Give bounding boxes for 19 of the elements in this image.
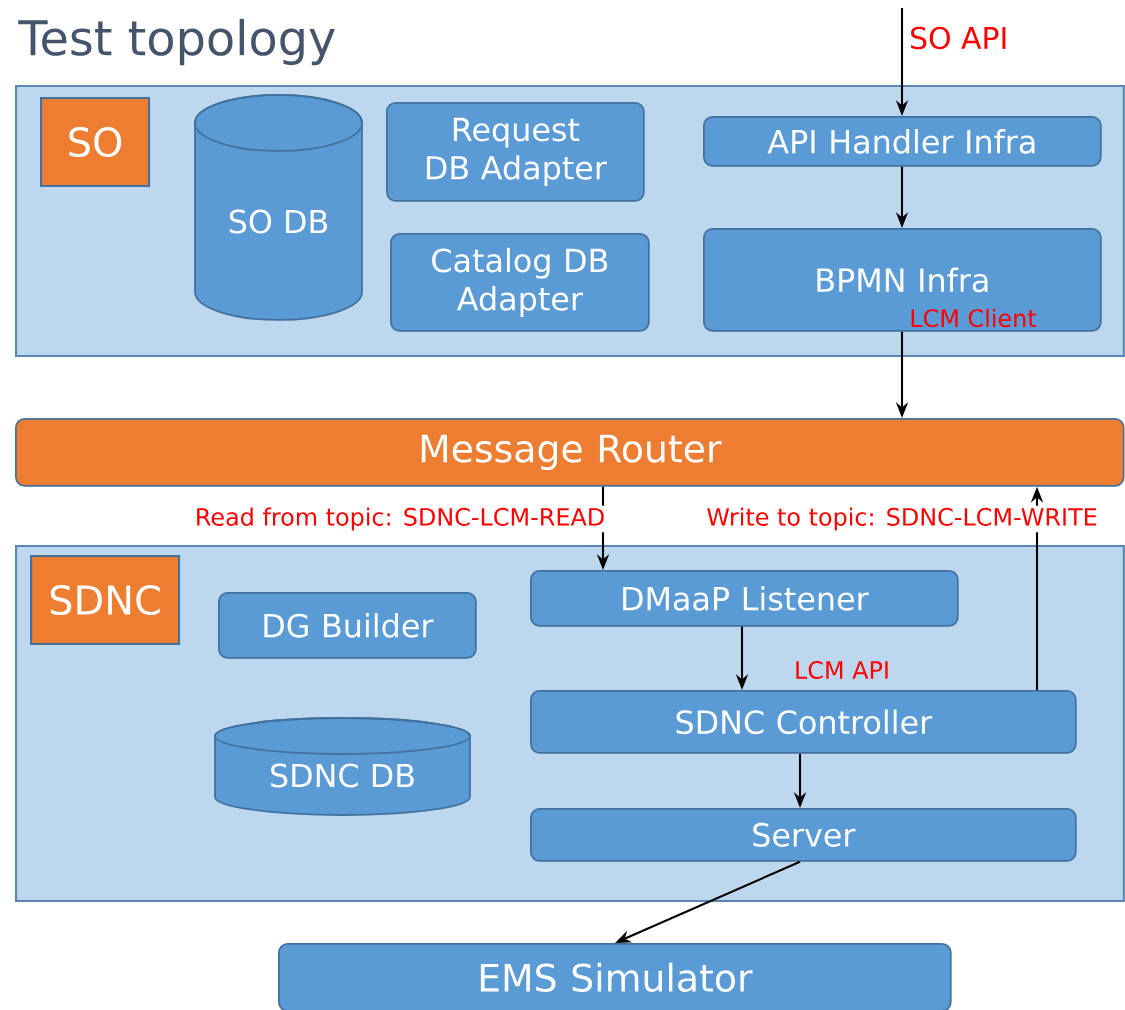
bus-bar: Message Router [15, 418, 1125, 487]
component-box: EMS Simulator [278, 943, 952, 1010]
title: Test topology [18, 18, 335, 66]
edge-label: LCM API [792, 659, 892, 681]
component-box: DG Builder [218, 592, 477, 659]
edge-label: Read from topic: SDNC-LCM-READ [193, 505, 607, 533]
component-box: Server [530, 808, 1077, 862]
edge-label: Write to topic: SDNC-LCM-WRITE [704, 505, 1100, 533]
component-box: SDNC Controller [530, 690, 1077, 754]
component-box: API Handler Infra [703, 116, 1102, 167]
group-label: SO [40, 97, 151, 188]
edge-label: SO API [907, 24, 1011, 52]
component-box: Request DB Adapter [386, 102, 645, 202]
database-cylinder: SDNC DB [214, 717, 471, 816]
group-label: SDNC [30, 555, 181, 646]
component-box: BPMN Infra LCM Client [703, 228, 1102, 332]
component-box: DMaaP Listener [530, 570, 959, 627]
database-cylinder: SO DB [194, 94, 363, 321]
component-box: Catalog DB Adapter [390, 233, 650, 332]
